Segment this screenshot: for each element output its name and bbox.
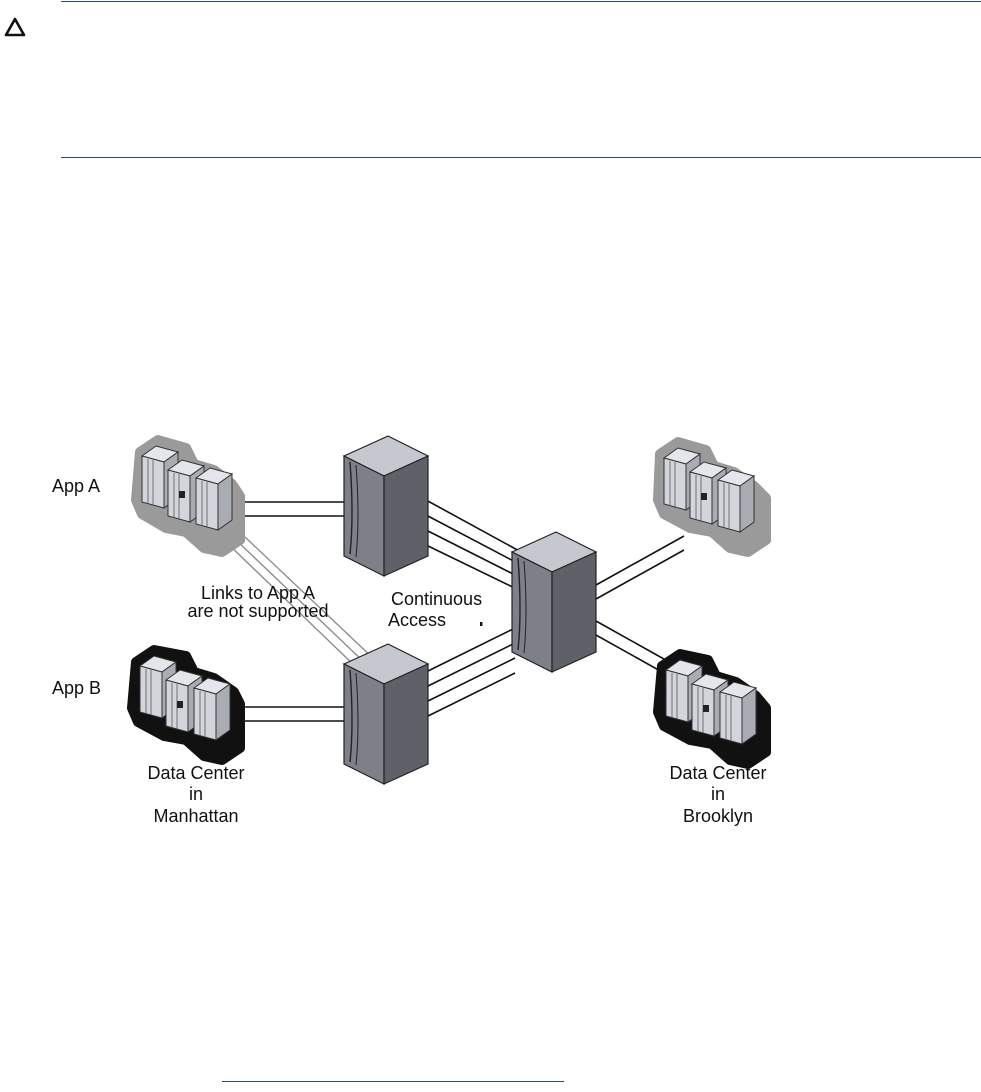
- label-app-b: App B: [52, 678, 101, 698]
- manhattan-storage-top-icon: [343, 435, 429, 577]
- label-dc-brooklyn-line2: in: [711, 784, 725, 804]
- brooklyn-app-b-server-group-icon: [653, 649, 771, 769]
- footer-link-underline: [222, 1081, 564, 1082]
- app-a-server-group-icon: [131, 435, 245, 557]
- app-b-server-group-icon: [127, 645, 245, 765]
- label-dc-manhattan-line2: in: [189, 784, 203, 804]
- caution-top-rule: [61, 1, 981, 2]
- label-dc-manhattan-line3: Manhattan: [153, 806, 238, 826]
- caution-triangle-icon: [4, 17, 26, 37]
- label-continuous-line1: Continuous: [391, 589, 482, 609]
- label-dc-brooklyn-line3: Brooklyn: [683, 806, 753, 826]
- label-app-a: App A: [52, 476, 100, 496]
- label-links-note-line1: Links to App A: [201, 583, 315, 603]
- label-dc-manhattan-line1: Data Center: [147, 763, 244, 783]
- label-continuous-line2: Access: [388, 610, 446, 630]
- brooklyn-app-a-server-group-icon: [653, 437, 771, 557]
- continuous-marker-dot: [480, 622, 483, 626]
- caution-bottom-rule: [61, 157, 981, 158]
- label-links-note-line2: are not supported: [187, 601, 328, 621]
- manhattan-storage-bottom-icon: [343, 643, 429, 785]
- label-dc-brooklyn-line1: Data Center: [669, 763, 766, 783]
- brooklyn-storage-icon: [511, 531, 597, 673]
